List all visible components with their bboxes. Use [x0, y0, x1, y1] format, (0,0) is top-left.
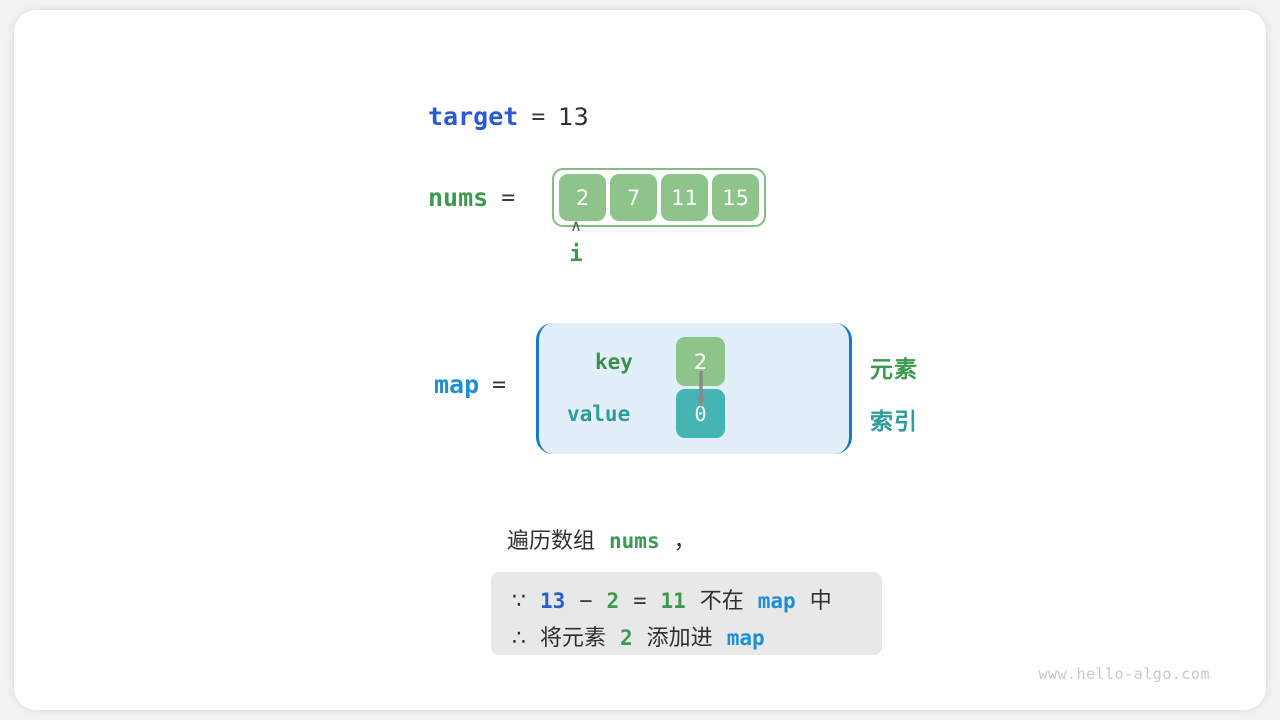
line2-code: map — [726, 626, 765, 650]
watermark: www.hello-algo.com — [1038, 665, 1210, 683]
line1-minus: − — [579, 589, 593, 614]
map-value-label: value — [567, 402, 631, 426]
line1-text-end: 中 — [809, 589, 832, 614]
caret-up-icon: ∧ — [570, 216, 582, 235]
caption-suffix: ， — [673, 529, 696, 554]
because-symbol: ∵ — [512, 589, 526, 614]
side-note-index: 索引 — [870, 409, 918, 435]
index-pointer: ∧ i — [559, 216, 593, 268]
line1-operand-a: 13 — [540, 589, 566, 613]
diagram-card: target = 13 nums = 2 7 11 15 ∧ i map = — [14, 10, 1266, 710]
map-row: map = — [434, 370, 506, 399]
line1-result: 11 — [660, 589, 686, 613]
map-key-label: key — [595, 350, 633, 374]
therefore-symbol: ∴ — [512, 626, 526, 651]
map-container: key value 2 0 — [536, 323, 852, 454]
line1-equals: = — [633, 589, 647, 614]
pointer-label: i — [569, 242, 583, 267]
nums-row: nums = 2 7 11 15 — [428, 168, 767, 227]
caption-prefix: 遍历数组 — [507, 529, 596, 554]
line2-text-start: 将元素 — [540, 626, 607, 651]
nums-label: nums — [428, 183, 489, 212]
array-cell: 7 — [610, 174, 658, 221]
side-note-element: 元素 — [870, 357, 918, 383]
line1-text-mid: 不在 — [699, 589, 744, 614]
target-equals: = — [531, 103, 546, 130]
line2-num: 2 — [620, 626, 633, 650]
target-value: 13 — [558, 102, 589, 131]
array-cell: 11 — [661, 174, 709, 221]
caption-code: nums — [609, 529, 660, 553]
target-label: target — [428, 102, 519, 131]
explanation-line-2: ∴ 将元素 2 添加进 map — [512, 620, 765, 652]
down-arrow-icon — [697, 371, 705, 408]
line1-code: map — [757, 589, 796, 613]
line1-operand-b: 2 — [606, 589, 620, 613]
explanation-line-1: ∵ 13 − 2 = 11 不在 map 中 — [512, 583, 832, 615]
nums-array: 2 7 11 15 — [552, 168, 767, 227]
array-cell: 15 — [712, 174, 760, 221]
line2-text-mid: 添加进 — [646, 626, 713, 651]
caption-text: 遍历数组 nums ， — [507, 523, 696, 555]
target-row: target = 13 — [428, 102, 589, 131]
map-key-value-group: key value 2 0 — [567, 323, 827, 454]
explanation-box: ∵ 13 − 2 = 11 不在 map 中 ∴ 将元素 2 添加进 map — [491, 572, 882, 655]
map-equals: = — [492, 371, 507, 398]
nums-equals: = — [501, 184, 516, 211]
map-label: map — [434, 370, 480, 399]
array-cell: 2 — [559, 174, 607, 221]
